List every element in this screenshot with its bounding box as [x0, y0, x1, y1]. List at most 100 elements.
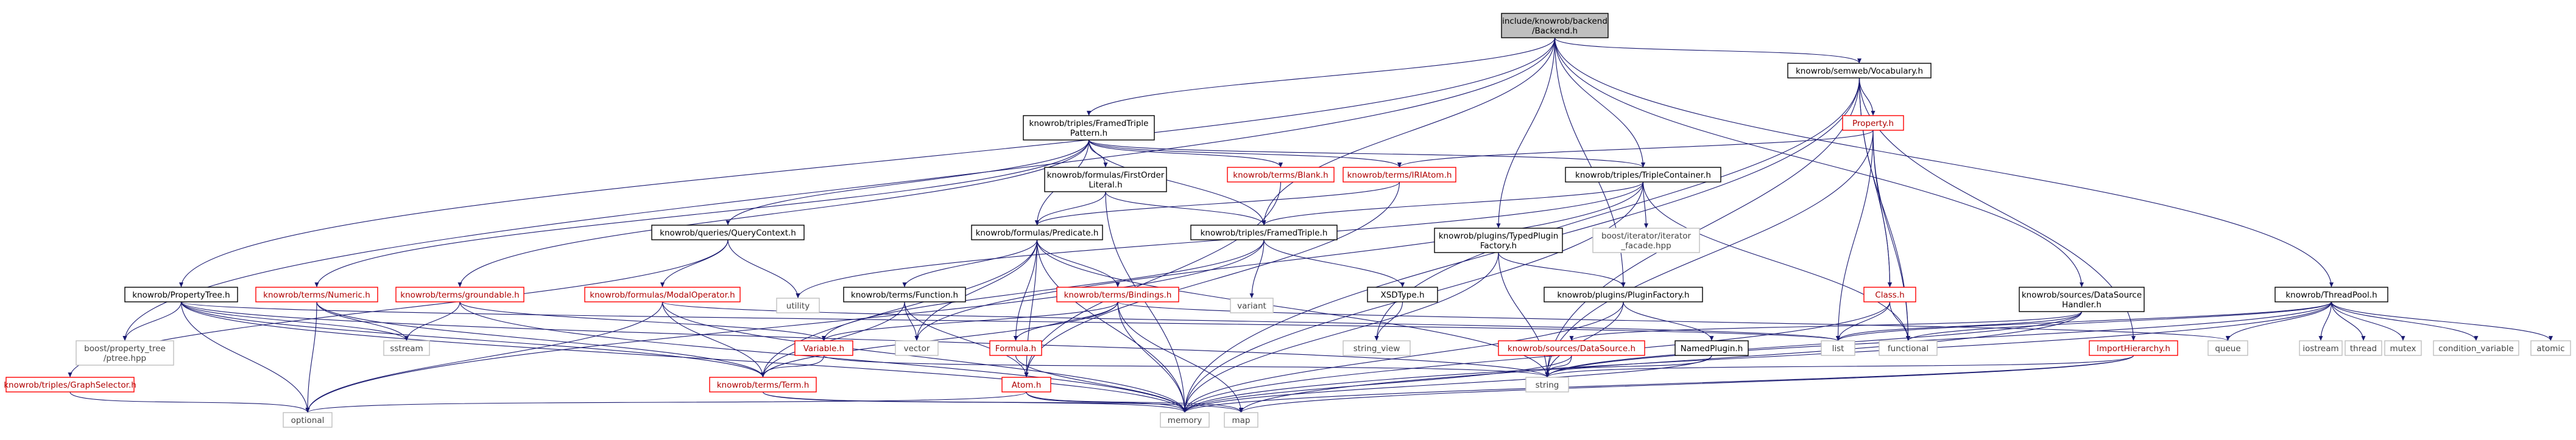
- node-box: [1501, 13, 1609, 38]
- node-terms_term[interactable]: knowrob/terms/Term.h: [709, 377, 817, 393]
- node-terms_bindings[interactable]: knowrob/terms/Bindings.h: [1056, 287, 1179, 302]
- edge-property_h-to-functional: [1872, 130, 1911, 341]
- node-thread[interactable]: thread: [2345, 340, 2382, 356]
- node-terms_groundable[interactable]: knowrob/terms/groundable.h: [395, 287, 524, 302]
- node-importhierarchy[interactable]: ImportHierarchy.h: [2089, 340, 2178, 356]
- node-framedtriple[interactable]: knowrob/triples/FramedTriple.h: [1190, 225, 1338, 240]
- node-box: [895, 340, 939, 356]
- edge-atom_h-to-optional: [305, 391, 1027, 413]
- edge-threadpool-to-queue: [2226, 301, 2332, 341]
- node-backend[interactable]: include/knowrob/backend/Backend.h: [1501, 13, 1609, 38]
- node-namedplugin[interactable]: NamedPlugin.h: [1674, 340, 1749, 356]
- node-property_h[interactable]: Property.h: [1842, 115, 1904, 131]
- node-label: knowrob/triples/GraphSelector.h: [4, 380, 136, 390]
- node-label: knowrob/queries/QueryContext.h: [660, 228, 796, 238]
- node-queue[interactable]: queue: [2207, 340, 2248, 356]
- node-label: _facade.hpp: [1620, 241, 1671, 251]
- node-label: Class.h: [1875, 290, 1904, 300]
- node-variant[interactable]: variant: [1230, 298, 1274, 313]
- node-propertytree[interactable]: knowrob/PropertyTree.h: [124, 287, 238, 302]
- edge-terms_numeric-to-sstream: [316, 301, 409, 341]
- node-triplecontainer[interactable]: knowrob/triples/TripleContainer.h: [1565, 167, 1721, 183]
- edge-class_h-to-list: [1836, 301, 1891, 341]
- node-atom_h[interactable]: Atom.h: [1001, 377, 1051, 393]
- node-formula_h[interactable]: Formula.h: [989, 340, 1042, 356]
- node-label: Atom.h: [1012, 380, 1042, 390]
- node-box: [2530, 340, 2571, 356]
- node-functional[interactable]: functional: [1879, 340, 1938, 356]
- node-modaloperator[interactable]: knowrob/formulas/ModalOperator.h: [584, 287, 741, 302]
- node-terms_function[interactable]: knowrob/terms/Function.h: [843, 287, 966, 302]
- edge-class_h-to-memory: [1182, 301, 1891, 413]
- edge-terms_function-to-vector: [904, 301, 919, 341]
- node-pluginfactory[interactable]: knowrob/plugins/PluginFactory.h: [1544, 287, 1703, 302]
- node-string[interactable]: string: [1525, 377, 1569, 393]
- node-threadpool[interactable]: knowrob/ThreadPool.h: [2274, 287, 2388, 302]
- node-box: [776, 298, 820, 313]
- edge-datasourcehandler-to-string: [1545, 311, 2083, 378]
- node-xsdtype[interactable]: XSDType.h: [1367, 287, 1438, 302]
- node-terms_blank[interactable]: knowrob/terms/Blank.h: [1227, 167, 1335, 183]
- edge-vocabulary-to-string: [1545, 77, 1860, 378]
- node-box: [1787, 63, 1932, 79]
- node-vocabulary[interactable]: knowrob/semweb/Vocabulary.h: [1787, 63, 1932, 79]
- node-label: knowrob/triples/FramedTriple.h: [1201, 228, 1328, 238]
- edge-framedtriplepattern-to-terms_groundable: [457, 139, 1090, 288]
- node-ptree[interactable]: boost/property_tree/ptree.hpp: [76, 340, 174, 366]
- node-box: [1001, 377, 1051, 393]
- node-querycontext[interactable]: knowrob/queries/QueryContext.h: [651, 225, 805, 240]
- node-class_h[interactable]: Class.h: [1863, 287, 1916, 302]
- node-memory[interactable]: memory: [1160, 412, 1210, 428]
- node-list[interactable]: list: [1821, 340, 1855, 356]
- node-condition_variable[interactable]: condition_variable: [2433, 340, 2519, 356]
- edge-formulas_predicate-to-atom_h: [1024, 239, 1038, 378]
- node-optional[interactable]: optional: [283, 412, 333, 428]
- node-label: mutex: [2390, 344, 2416, 354]
- edge-modaloperator-to-terms_term: [662, 301, 765, 378]
- node-label: Property.h: [1852, 119, 1894, 128]
- node-label: knowrob/plugins/PluginFactory.h: [1557, 290, 1689, 300]
- node-map[interactable]: map: [1224, 412, 1258, 428]
- node-box: [709, 377, 817, 393]
- node-sstream[interactable]: sstream: [383, 340, 430, 356]
- edge-threadpool-to-thread: [2331, 301, 2366, 341]
- edge-modaloperator-to-optional: [305, 301, 663, 413]
- node-formulas_predicate[interactable]: knowrob/formulas/Predicate.h: [971, 225, 1103, 240]
- node-label: string_view: [1353, 344, 1400, 354]
- node-mutex[interactable]: mutex: [2384, 340, 2422, 356]
- node-box: [651, 225, 805, 240]
- node-label: knowrob/ThreadPool.h: [2285, 290, 2377, 300]
- node-datasource[interactable]: knowrob/sources/DataSource.h: [1498, 340, 1645, 356]
- edge-importhierarchy-to-memory: [1182, 355, 2134, 413]
- node-graphselector[interactable]: knowrob/triples/GraphSelector.h: [4, 377, 136, 393]
- node-box: [1343, 340, 1411, 356]
- node-label: knowrob/terms/Bindings.h: [1064, 290, 1172, 300]
- node-terms_iriatom[interactable]: knowrob/terms/IRIAtom.h: [1343, 167, 1456, 183]
- node-atomic[interactable]: atomic: [2530, 340, 2571, 356]
- node-label: NamedPlugin.h: [1681, 344, 1743, 354]
- node-terms_numeric[interactable]: knowrob/terms/Numeric.h: [255, 287, 378, 302]
- node-string_view[interactable]: string_view: [1343, 340, 1411, 356]
- node-variable_h[interactable]: Variable.h: [794, 340, 853, 356]
- node-box: [383, 340, 430, 356]
- node-box: [1190, 225, 1338, 240]
- node-utility[interactable]: utility: [776, 298, 820, 313]
- edge-backend-to-threadpool: [1554, 37, 2334, 288]
- edge-terms_iriatom-to-atom_h: [1024, 181, 1400, 378]
- node-box: [794, 340, 853, 356]
- edge-triplecontainer-to-functional: [1642, 181, 1910, 341]
- edge-backend-to-framedtriplepattern: [1087, 37, 1556, 116]
- edge-terms_blank-to-atom_h: [1024, 181, 1282, 378]
- node-iostream[interactable]: iostream: [2299, 340, 2343, 356]
- node-label: /ptree.hpp: [104, 354, 146, 363]
- node-box: [2433, 340, 2519, 356]
- node-label: knowrob/terms/Blank.h: [1233, 170, 1328, 180]
- node-vector[interactable]: vector: [895, 340, 939, 356]
- node-box: [1343, 167, 1456, 183]
- node-box: [1565, 167, 1721, 183]
- node-iterator_facade[interactable]: boost/iterator/iterator_facade.hpp: [1592, 228, 1700, 253]
